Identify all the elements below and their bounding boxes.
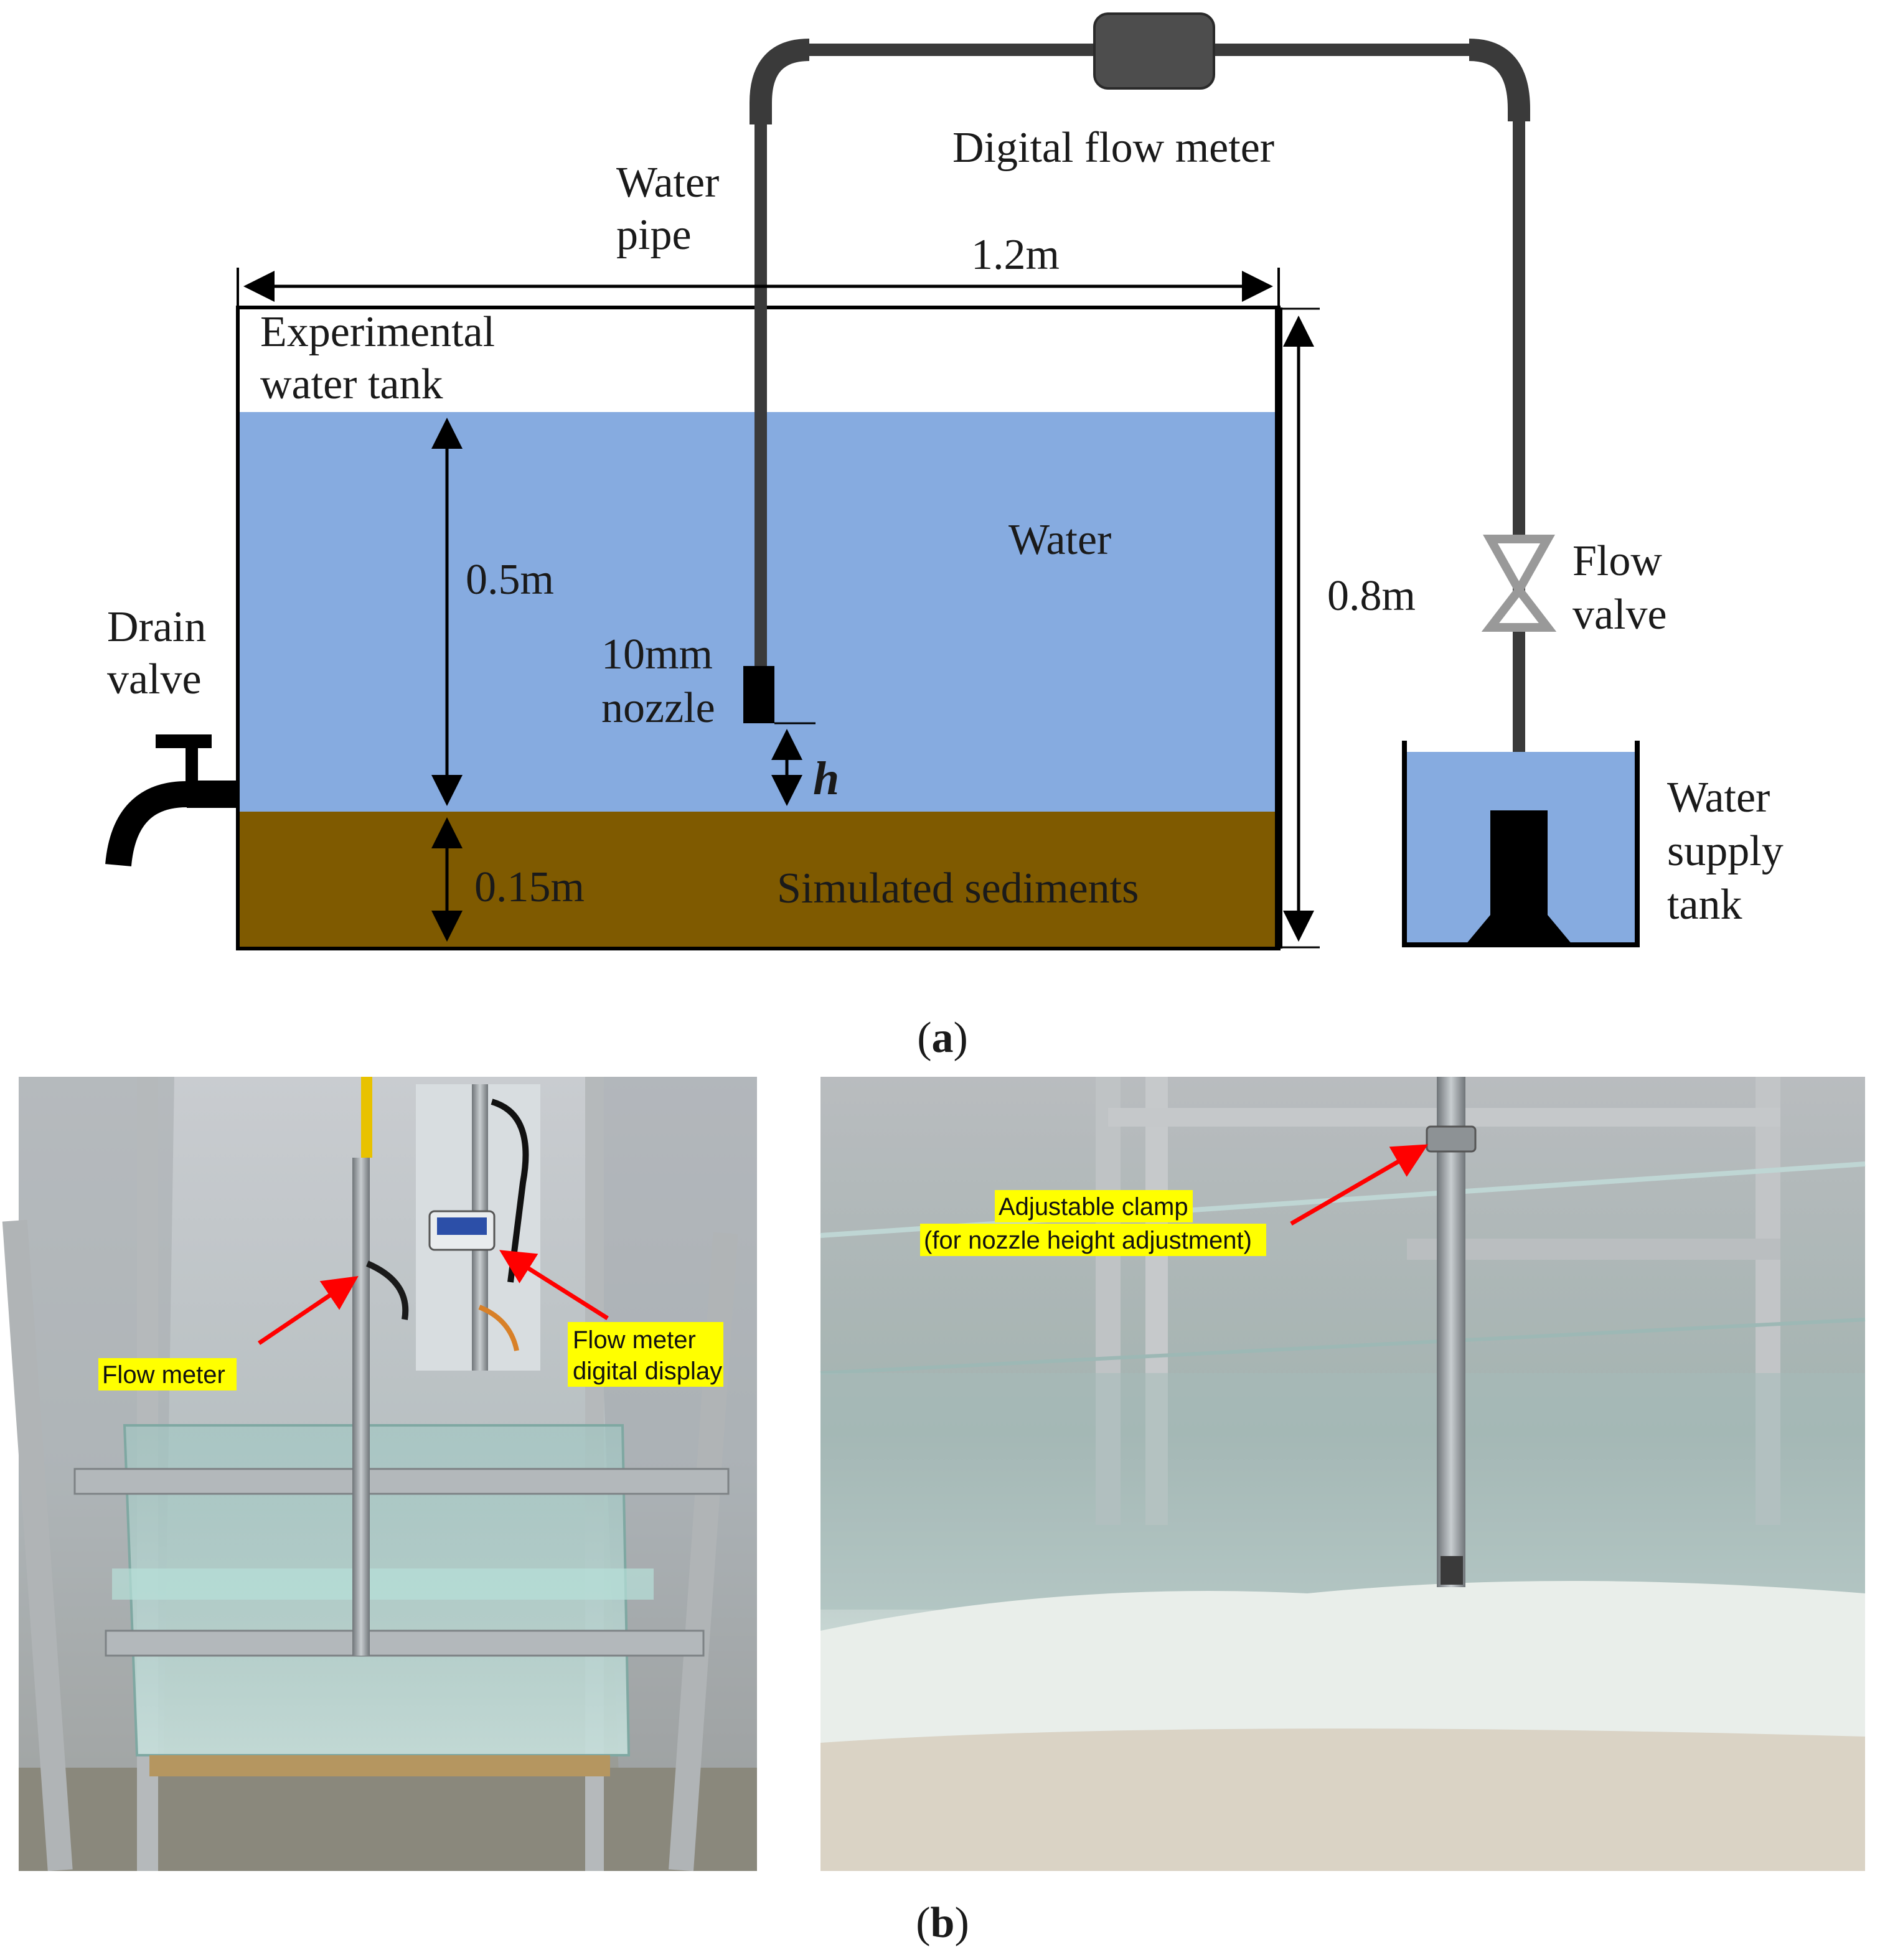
label-sediment-depth: 0.15m xyxy=(474,863,585,911)
label-tank-height: 0.8m xyxy=(1327,572,1416,620)
caption-panel-a: (a) xyxy=(917,1014,968,1062)
digital-flow-meter xyxy=(1093,12,1215,90)
label-drain-valve-2: valve xyxy=(107,655,202,703)
label-photo-clamp-2: (for nozzle height adjustment) xyxy=(924,1227,1252,1254)
label-supply-tank-2: supply xyxy=(1667,827,1784,875)
label-tank-width: 1.2m xyxy=(971,231,1060,279)
flow-valve-icon xyxy=(1481,535,1557,632)
arrow-flow-meter xyxy=(258,1276,359,1345)
label-flow-valve-2: valve xyxy=(1572,591,1667,639)
label-nozzle-height: h xyxy=(813,753,839,805)
caption-panel-b: (b) xyxy=(916,1899,969,1947)
label-flow-valve-1: Flow xyxy=(1572,537,1662,585)
label-experimental-tank-2: water tank xyxy=(260,360,443,408)
left-photo: Flow meter Flow meter digital display xyxy=(2,1077,757,1872)
label-photo-clamp-1: Adjustable clamp xyxy=(999,1193,1188,1221)
label-supply-tank-1: Water xyxy=(1667,774,1770,822)
arrow-adjustable-clamp xyxy=(1290,1144,1429,1226)
tank-width-dimension xyxy=(237,268,1280,307)
nozzle-height-dimension xyxy=(771,722,816,806)
label-nozzle-1: 10mm xyxy=(601,631,713,678)
nozzle xyxy=(743,666,774,723)
label-photo-display-1: Flow meter xyxy=(573,1326,696,1354)
highlight-flow-meter-display xyxy=(568,1322,723,1387)
label-water-pipe-2: pipe xyxy=(616,211,692,259)
highlight-flow-meter xyxy=(98,1358,237,1390)
label-photo-flow-meter: Flow meter xyxy=(102,1361,225,1389)
label-digital-flow-meter: Digital flow meter xyxy=(952,124,1274,172)
label-nozzle-2: nozzle xyxy=(601,684,715,732)
tank-height-dimension xyxy=(1279,307,1320,949)
label-water-depth: 0.5m xyxy=(466,556,554,604)
label-water-pipe-1: Water xyxy=(616,159,719,207)
highlight-clamp-note xyxy=(920,1224,1266,1256)
label-supply-tank-3: tank xyxy=(1667,881,1742,929)
label-simulated-sediments: Simulated sediments xyxy=(777,865,1139,912)
label-drain-valve-1: Drain xyxy=(107,603,206,651)
tank-sediment xyxy=(239,812,1279,947)
highlight-adjustable-clamp xyxy=(995,1190,1193,1222)
label-experimental-tank-1: Experimental xyxy=(260,308,495,356)
arrow-flow-meter-display xyxy=(499,1250,609,1320)
drain-valve xyxy=(105,734,239,867)
label-photo-display-2: digital display xyxy=(573,1357,722,1385)
water-supply-tank xyxy=(1402,741,1640,947)
water-pipe xyxy=(750,39,1530,815)
right-photo: Adjustable clamp (for nozzle height adju… xyxy=(820,1077,1866,1871)
schematic-panel: Digital flow meter Water pipe 1.2m Exper… xyxy=(105,12,1784,1062)
label-water: Water xyxy=(1008,516,1111,564)
